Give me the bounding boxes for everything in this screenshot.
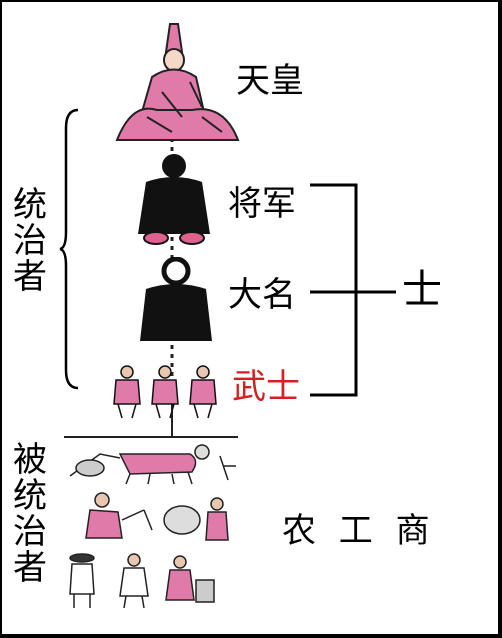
emperor-figure-icon [115,23,240,141]
ruled-char: 治 [13,512,47,552]
shi-label: 士 [402,267,442,313]
rulers-brace [59,108,79,390]
commoners-label: 农 工 商 [282,511,436,551]
rulers-label: 统 治 者 [10,187,50,295]
samurai-label: 武士 [232,367,300,407]
commoner-divider-line [64,436,238,438]
daimyo-figure-icon [140,257,212,341]
ruled-char: 统 [13,476,47,516]
ruled-char: 被 [13,440,47,480]
artisans-group-icon [85,492,229,541]
merchants-group-icon [69,553,215,609]
shogun-label: 将军 [228,184,296,224]
farmers-group-icon [69,444,236,485]
rulers-char: 治 [13,221,47,261]
hierarchy-diagram: 天皇 将军 大名 武士 士 统 治 者 被 统 治 者 农 工 商 [2,2,498,634]
daimyo-label: 大名 [228,275,296,315]
ruled-char: 者 [13,548,47,588]
rulers-char: 统 [13,185,47,225]
samurai-group-icon [113,365,217,419]
ruled-label: 被 统 治 者 [10,442,50,586]
emperor-label: 天皇 [236,61,304,101]
rulers-char: 者 [13,257,47,297]
shogun-figure-icon [138,154,210,245]
shi-bracket [310,183,396,397]
